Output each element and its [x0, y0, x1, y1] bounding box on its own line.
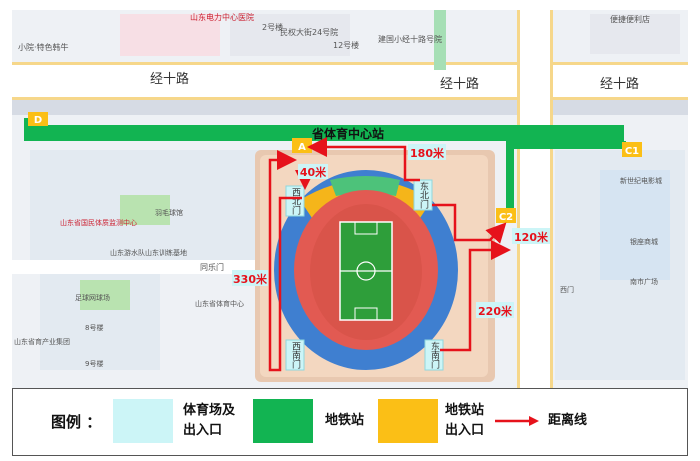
- dist-c2: 120米: [512, 228, 550, 244]
- poi-label: 8号楼: [85, 323, 103, 332]
- poi-label: 小院·特色韩牛: [18, 42, 69, 52]
- poi-label: 民权大街24号院: [280, 27, 338, 37]
- poi-label: 便捷便利店: [610, 14, 650, 24]
- exit-c2[interactable]: [496, 208, 516, 223]
- poi-label: 山东电力中心医院: [190, 12, 254, 22]
- block: [230, 14, 350, 56]
- road-edge: [517, 10, 520, 388]
- road-label: 经十路: [600, 76, 639, 92]
- ns-road: [520, 10, 550, 388]
- svg-text:220米: 220米: [478, 304, 513, 318]
- exit-c1-label: C1: [625, 146, 639, 157]
- svg-text:120米: 120米: [514, 230, 549, 244]
- goal-box-bottom: [354, 307, 378, 321]
- line-north: [307, 137, 420, 182]
- legend-gate-swatch: [113, 399, 173, 443]
- dist-east-south: 220米: [476, 302, 514, 318]
- poi-label: 山东省育产业集团: [14, 337, 70, 346]
- field-green: [80, 280, 130, 310]
- metro-line: [24, 125, 624, 141]
- station-name: 省体育中心站: [311, 126, 384, 141]
- svg-text:330米: 330米: [233, 272, 268, 286]
- field-green: [120, 195, 170, 225]
- poi-label: 2号楼: [262, 22, 283, 32]
- poi-label: 羽毛球馆: [155, 208, 183, 217]
- svg-text:西南门: 西南门: [290, 341, 301, 369]
- poi-label: 西门: [560, 285, 574, 294]
- road-strip: [12, 100, 688, 115]
- legend-exit-text: 地铁站 出入口: [445, 403, 485, 438]
- poi-label: 南市广场: [630, 277, 658, 286]
- map-canvas: 省体育中心站 D A C1 C2 西北门 东北门 西南门: [12, 10, 688, 388]
- gate-west-south[interactable]: 西南门: [285, 339, 305, 371]
- goal-box-top: [354, 221, 378, 235]
- poi-label: 足球网球场: [75, 293, 110, 302]
- dist-west-north: 40米: [298, 164, 328, 179]
- legend-metro-swatch: [253, 399, 313, 443]
- line-c2: [432, 203, 507, 244]
- green-strip: [434, 10, 446, 70]
- line-east-south: [440, 240, 511, 352]
- stand-north-green: [330, 176, 400, 196]
- cinema-block: [600, 170, 670, 280]
- pitch-circle: [356, 261, 376, 281]
- road-label: 经十路: [150, 71, 189, 87]
- legend: 图例 ： 体育场及 出入口 地铁站 地铁站 出入口 距离线: [12, 388, 688, 456]
- legend-title: 图例 ：: [51, 413, 102, 431]
- exit-c1[interactable]: [622, 142, 642, 157]
- exit-c2-label: C2: [499, 212, 513, 223]
- svg-text:180米: 180米: [410, 146, 445, 160]
- gate-west-north[interactable]: 西北门: [285, 185, 305, 217]
- svg-text:西北门: 西北门: [290, 187, 301, 215]
- road-label: 经十路: [440, 76, 479, 92]
- poi-label: 银座商城: [630, 237, 658, 246]
- gate-east-north[interactable]: 东北门: [413, 179, 433, 211]
- poi-label: 12号楼: [333, 40, 359, 50]
- road-label: 同乐门: [200, 262, 224, 272]
- metro-branch-h: [506, 141, 626, 149]
- gate-east-south[interactable]: 东南门: [424, 339, 444, 371]
- line-west: [268, 150, 302, 372]
- poi-label: 9号楼: [85, 359, 103, 368]
- exit-d-label: D: [34, 115, 42, 126]
- poi-label: 山东省国民体质监测中心: [60, 218, 137, 227]
- svg-text:东南门: 东南门: [429, 340, 440, 369]
- legend-exit-swatch: [378, 399, 438, 443]
- road-edge: [12, 97, 688, 100]
- dist-north: 180米: [408, 144, 446, 160]
- svg-text:东北门: 东北门: [418, 180, 429, 209]
- legend-line-text: 距离线: [548, 413, 588, 428]
- metro-branch: [506, 141, 514, 211]
- jingshi-road: [12, 65, 688, 97]
- legend-gate-text: 体育场及 出入口: [183, 403, 236, 438]
- road-edge: [550, 10, 553, 388]
- poi-label: 新世纪电影城: [620, 176, 662, 185]
- exit-d[interactable]: [28, 112, 48, 126]
- road-edge: [12, 62, 688, 65]
- legend-line-arrow: [495, 416, 539, 426]
- tongle-road: [12, 260, 257, 274]
- legend-metro-text: 地铁站: [325, 413, 365, 428]
- dist-west: 330米: [232, 270, 268, 286]
- svg-text:40米: 40米: [300, 165, 327, 179]
- block: [590, 14, 680, 54]
- exit-a-label: A: [298, 142, 306, 153]
- poi-label: 山东省体育中心: [195, 299, 244, 308]
- hospital-block: [120, 14, 220, 56]
- poi-label: 建国小经十路号院: [378, 34, 442, 44]
- poi-label: 山东游水队山东训练基地: [110, 248, 187, 257]
